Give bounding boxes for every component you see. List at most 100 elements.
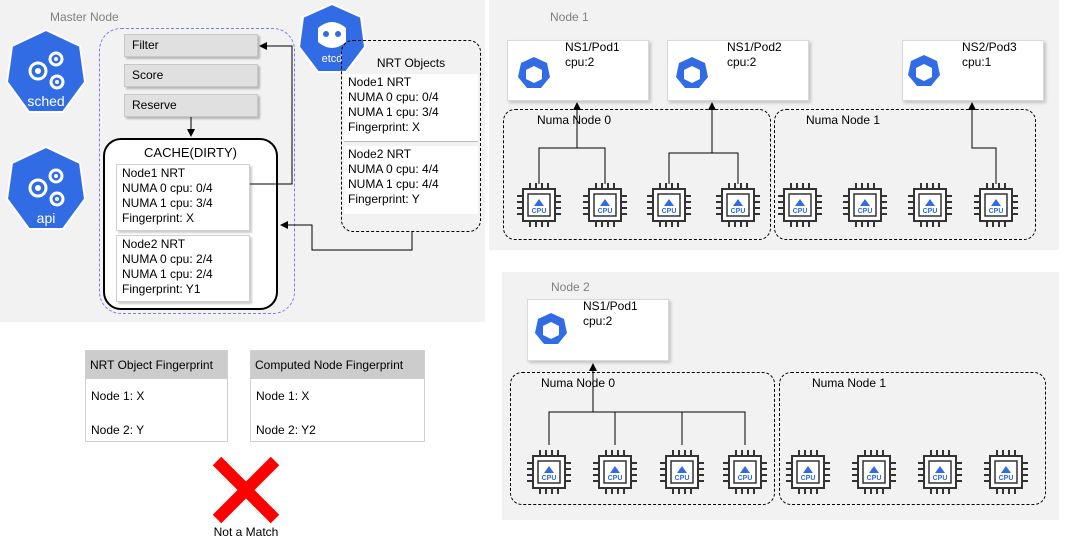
cpu-label: CPU [542,475,557,482]
master-node-title: Master Node [50,10,119,24]
numa-label: Numa Node 0 [541,376,616,390]
cpu-chip-icon: CPU [647,183,691,227]
nrt-objects-title: NRT Objects [376,56,446,70]
etcd-label: etcd [321,53,343,65]
numa-label: Numa Node 0 [537,113,612,127]
nrt-entry-line: Fingerprint: X [348,120,421,134]
cpu-chip-icon: CPU [843,183,887,227]
pod-icon [535,313,567,344]
cpu-label: CPU [731,208,746,215]
pod-icon [908,55,940,86]
node2-numa0 [510,372,775,505]
cpu-chip-icon: CPU [583,183,627,227]
pod-cpu: cpu:2 [565,55,595,69]
table-row: Node 1: X [91,389,145,403]
api-label: api [36,210,56,226]
nrt-entry-line: NUMA 0 cpu: 0/4 [348,90,439,104]
cpu-chip-icon: CPU [908,183,952,227]
cpu-chip-icon: CPU [974,183,1018,227]
pod-name: NS1/Pod1 [583,299,638,313]
pod-icon [518,57,550,88]
pod-text: NS1/Pod1 cpu:2 [565,40,620,70]
node1-numa1 [774,109,1036,240]
cache-entry-line: Fingerprint: Y1 [122,282,201,296]
cache-entry-line: NUMA 1 cpu: 3/4 [122,196,213,210]
pod-text: NS1/Pod2 cpu:2 [727,40,782,70]
cpu-chip-icon: CPU [786,450,830,494]
cpu-label: CPU [801,475,816,482]
cpu-label: CPU [675,475,690,482]
cpu-chip-icon: CPU [984,450,1028,494]
verdict-label: Not a Match [213,525,279,539]
score-plugin: Score [124,64,258,87]
pod-name: NS2/Pod3 [962,40,1017,54]
numa-label: Numa Node 1 [806,113,881,127]
pod-text: NS1/Pod1 cpu:2 [583,299,638,329]
scheduler-framework-container [99,28,295,314]
sched-logo: sched [5,28,87,118]
cache-entry-line: Node1 NRT [122,166,186,180]
cpu-label: CPU [999,475,1014,482]
pod-cpu: cpu:2 [583,314,613,328]
sched-label: sched [27,93,65,109]
cross-icon [212,456,280,524]
pod-name: NS1/Pod1 [565,40,620,54]
cpu-label: CPU [662,208,677,215]
cache-entry-line: NUMA 0 cpu: 2/4 [122,252,213,266]
pod-cpu: cpu:2 [727,55,757,69]
nrt-entry-node2: Node2 NRT NUMA 0 cpu: 4/4 NUMA 1 cpu: 4/… [344,146,478,214]
filter-plugin: Filter [124,34,258,57]
cpu-label: CPU [933,475,948,482]
node1-numa0 [503,109,771,240]
cpu-chip-icon: CPU [716,183,760,227]
reserve-plugin: Reserve [124,94,258,117]
nrt-entry-line: Fingerprint: Y [348,192,420,206]
api-logo: api [5,145,87,235]
pod-text: NS2/Pod3 cpu:1 [962,40,1017,70]
nrt-objects-container [341,40,481,232]
numa-label: Numa Node 1 [812,376,887,390]
cpu-chip-icon: CPU [852,450,896,494]
cpu-chip-icon: CPU [593,450,637,494]
cpu-label: CPU [923,208,938,215]
cache-entry-node2: Node2 NRT NUMA 0 cpu: 2/4 NUMA 1 cpu: 2/… [116,235,250,302]
cache-entry-line: Fingerprint: X [122,211,195,225]
pod-icon [676,57,708,88]
table-row: Node 2: Y [91,423,145,437]
cpu-chip-icon: CPU [517,183,561,227]
cache-entry-line: Node2 NRT [122,237,186,251]
table-row: Node 2: Y2 [256,423,316,437]
cpu-label: CPU [989,208,1004,215]
cache-title: CACHE(DIRTY) [144,145,237,160]
cache-entry-line: NUMA 1 cpu: 2/4 [122,267,213,281]
computed-fingerprint-table: Computed Node Fingerprint Node 1: X Node… [250,350,425,442]
table-row: Node 1: X [256,389,310,403]
cpu-label: CPU [532,208,547,215]
node2-title: Node 2 [551,280,590,294]
nrt-entry-line: Node1 NRT [348,75,412,89]
sched-icon [5,28,87,113]
etcd-icon [297,2,367,73]
nrt-entry-line: NUMA 1 cpu: 3/4 [348,105,439,119]
cpu-label: CPU [793,208,808,215]
cpu-chip-icon: CPU [723,450,767,494]
cpu-chip-icon: CPU [778,183,822,227]
cpu-label: CPU [608,475,623,482]
nrt-entry-line: NUMA 1 cpu: 4/4 [348,177,439,191]
pod-cpu: cpu:1 [962,55,992,69]
cache-entry-node1: Node1 NRT NUMA 0 cpu: 0/4 NUMA 1 cpu: 3/… [116,164,250,231]
cpu-chip-icon: CPU [660,450,704,494]
nrt-entry-node1: Node1 NRT NUMA 0 cpu: 0/4 NUMA 1 cpu: 3/… [344,74,478,142]
api-icon [5,145,87,230]
cpu-label: CPU [858,208,873,215]
cpu-label: CPU [738,475,753,482]
pod-name: NS1/Pod2 [727,40,782,54]
node2-numa1 [779,372,1046,505]
cache-entry-line: NUMA 0 cpu: 0/4 [122,181,213,195]
table-header: Computed Node Fingerprint [251,351,424,379]
nrt-fingerprint-table: NRT Object Fingerprint Node 1: X Node 2:… [85,350,228,442]
cpu-label: CPU [867,475,882,482]
nrt-entry-line: Node2 NRT [348,147,412,161]
etcd-logo: etcd [297,2,367,74]
